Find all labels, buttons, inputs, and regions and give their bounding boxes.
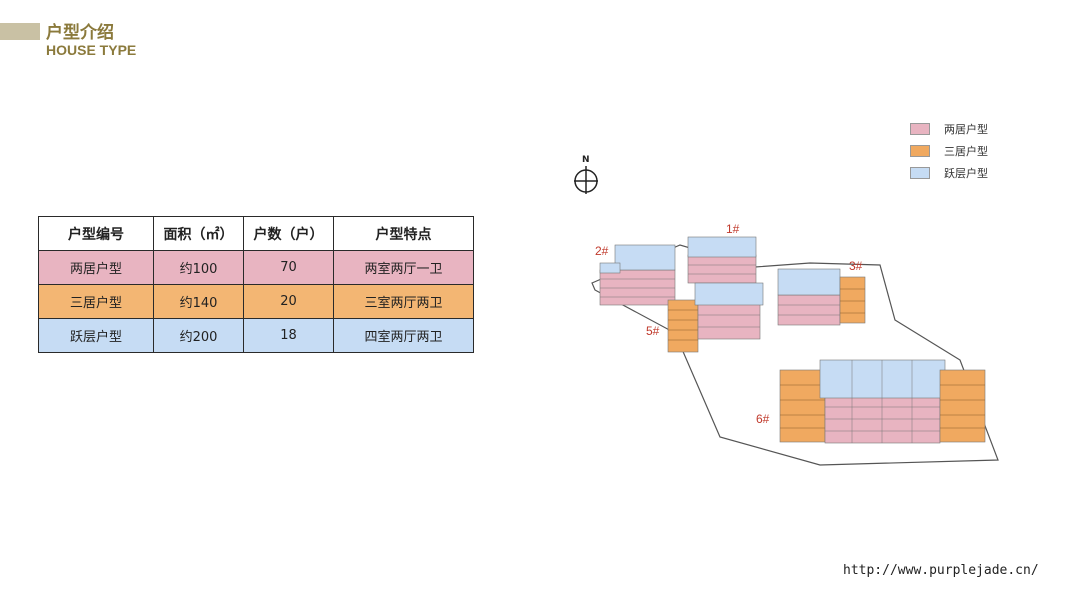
- legend: 两居户型 三居户型 跃层户型: [910, 118, 988, 184]
- cell-type: 两居户型: [38, 250, 154, 285]
- table-row: 跃层户型 约200 18 四室两厅两卫: [38, 318, 474, 353]
- legend-swatch-three-bedroom: [910, 145, 930, 157]
- building-1: [687, 236, 757, 284]
- title-accent-bar: [0, 23, 40, 40]
- table-row: 两居户型 约100 70 两室两厅一卫: [38, 250, 474, 285]
- table-row: 三居户型 约140 20 三室两厅两卫: [38, 284, 474, 319]
- building-label: 2#: [595, 244, 609, 258]
- compass-icon: [574, 166, 598, 194]
- building-label: 3#: [849, 259, 863, 273]
- building-label: 5#: [646, 324, 660, 338]
- building-label: 6#: [756, 412, 770, 426]
- page-title: 户型介绍: [46, 23, 114, 43]
- cell-area: 约140: [153, 284, 244, 319]
- header-features: 户型特点: [333, 216, 474, 251]
- cell-count: 20: [243, 284, 334, 319]
- cell-count: 18: [243, 318, 334, 353]
- site-plan-illustration: 2# 1# 5# 3#: [591, 222, 999, 466]
- header-area: 面积（㎡）: [153, 216, 244, 251]
- north-compass: N: [573, 155, 603, 195]
- legend-label: 两居户型: [944, 123, 988, 136]
- cell-type: 三居户型: [38, 284, 154, 319]
- footer-url: http://www.purplejade.cn/: [843, 563, 1039, 578]
- house-type-table: 户型编号 面积（㎡） 户数（户） 户型特点 两居户型 约100 70 两室两厅一…: [38, 216, 474, 353]
- cell-area: 约100: [153, 250, 244, 285]
- page-subtitle: HOUSE TYPE: [46, 42, 137, 58]
- compass-label: N: [582, 155, 590, 165]
- legend-swatch-two-bedroom: [910, 123, 930, 135]
- legend-label: 三居户型: [944, 145, 988, 158]
- header-type-id: 户型编号: [38, 216, 154, 251]
- legend-label: 跃层户型: [944, 167, 988, 180]
- cell-area: 约200: [153, 318, 244, 353]
- cell-feature: 三室两厅两卫: [333, 284, 474, 319]
- building-3: [777, 268, 866, 326]
- legend-swatch-duplex: [910, 167, 930, 179]
- cell-count: 70: [243, 250, 334, 285]
- cell-type: 跃层户型: [38, 318, 154, 353]
- cell-feature: 两室两厅一卫: [333, 250, 474, 285]
- building-6: [779, 359, 986, 444]
- building-label: 1#: [726, 222, 740, 236]
- legend-item: 跃层户型: [910, 162, 988, 184]
- table-header-row: 户型编号 面积（㎡） 户数（户） 户型特点: [38, 216, 474, 251]
- building-2: [599, 244, 676, 306]
- cell-feature: 四室两厅两卫: [333, 318, 474, 353]
- legend-item: 三居户型: [910, 140, 988, 162]
- legend-item: 两居户型: [910, 118, 988, 140]
- header-households: 户数（户）: [243, 216, 334, 251]
- building-5: [667, 282, 764, 353]
